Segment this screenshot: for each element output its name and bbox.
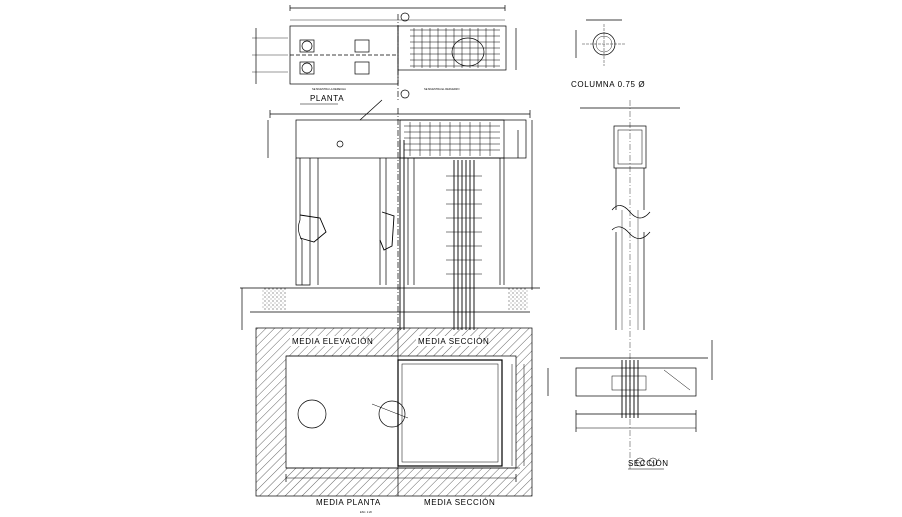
pier-elevation bbox=[240, 99, 540, 330]
seccion-mark-2: A bbox=[652, 461, 654, 465]
planta-note-left: SE MUESTRA LA DERECHA bbox=[312, 87, 346, 91]
planta-view bbox=[252, 5, 517, 100]
column-elevation bbox=[547, 100, 713, 470]
media-elevacion-title: MEDIA ELEVACIÓN bbox=[292, 337, 373, 346]
title-bg-1 bbox=[290, 336, 364, 346]
footing-plan bbox=[255, 327, 533, 497]
seccion-mark-1: A bbox=[639, 461, 641, 465]
planta-title: PLANTA bbox=[310, 94, 344, 103]
media-seccion-top-title: MEDIA SECCIÓN bbox=[418, 337, 489, 346]
title-bg-2 bbox=[416, 336, 480, 346]
planta-note-right: SE MUESTRA EL REFUERZO bbox=[424, 87, 460, 91]
scale-note: ESC. 1:20 bbox=[360, 510, 372, 514]
seccion-title: SECCIÓN bbox=[628, 459, 669, 468]
media-seccion-bottom-title: MEDIA SECCIÓN bbox=[424, 498, 495, 507]
media-planta-title: MEDIA PLANTA bbox=[316, 498, 381, 507]
seccion-marks: A A bbox=[635, 457, 658, 467]
columna-title: COLUMNA 0.75 Ø bbox=[571, 80, 645, 89]
column-section bbox=[575, 19, 626, 66]
